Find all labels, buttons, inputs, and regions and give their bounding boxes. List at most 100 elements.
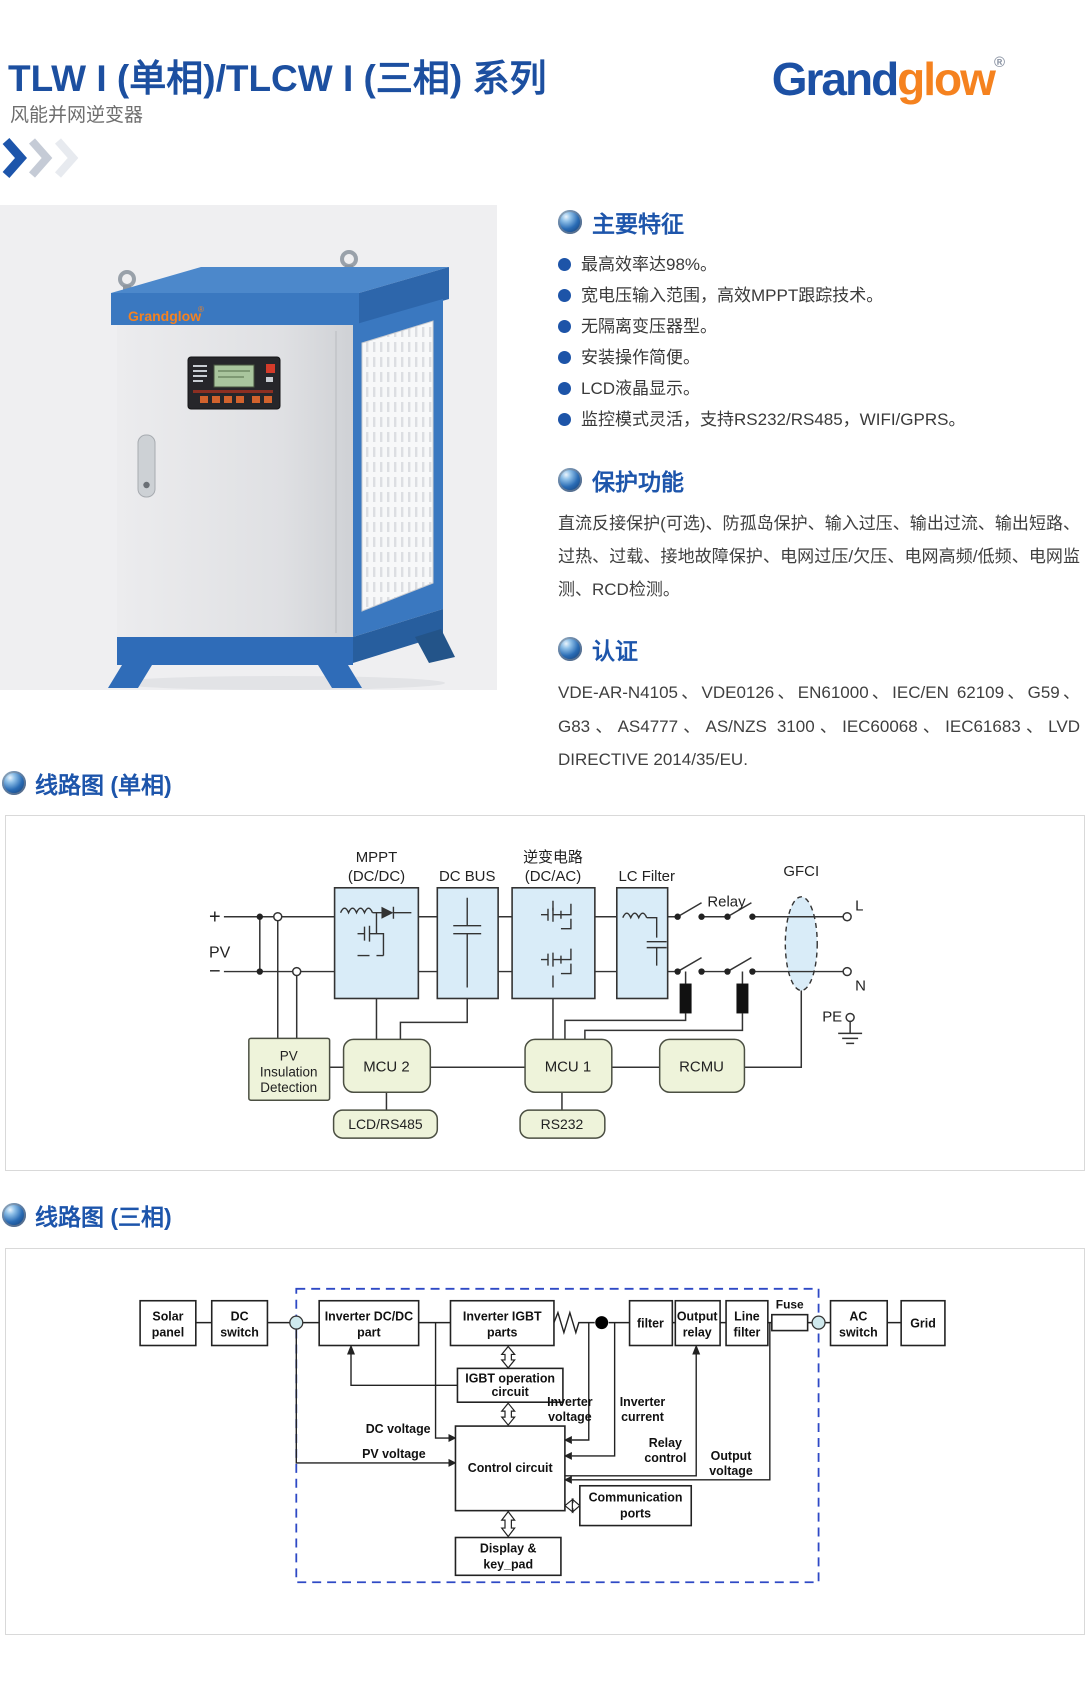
door-handle [137, 434, 156, 498]
mcu2-box [342, 1038, 432, 1093]
lcd-rs485-box [332, 1109, 439, 1139]
pv-ins-label-1: PV [280, 1048, 298, 1063]
brand-logo: Grandglow® [772, 52, 1005, 106]
display-keypad-label-1: Display & [480, 1541, 537, 1555]
flow-boxes [139, 1299, 946, 1577]
grid-box [900, 1299, 946, 1347]
bullet-icon [558, 320, 571, 333]
pv-voltage-label: PV voltage [362, 1447, 426, 1461]
power-stage-boxes [333, 886, 669, 1000]
solar-panel-label-1: Solar [152, 1310, 183, 1324]
inverter-voltage-label-2: voltage [548, 1410, 592, 1424]
varistors [679, 983, 749, 1014]
mcu2-label: MCU 2 [363, 1058, 409, 1075]
dc-switch-box [210, 1299, 269, 1347]
control-circuit-label: Control circuit [468, 1461, 553, 1475]
features-heading-row: 主要特征 [558, 205, 1080, 239]
list-item: 最高效率达98%。 [558, 249, 1080, 280]
bullet-icon [558, 413, 571, 426]
inverter-sublabel: (DC/AC) [525, 868, 581, 885]
single-phase-diagram: MPPT (DC/DC) DC BUS 逆变电路 (DC/AC) LC Filt… [5, 815, 1085, 1171]
inverter-current-label-1: Inverter [620, 1395, 666, 1409]
glossy-sphere-icon [558, 637, 582, 662]
rs232-box [519, 1109, 606, 1139]
relay-control-label-2: control [644, 1451, 686, 1465]
output-voltage-label-1: Output [711, 1449, 752, 1463]
rs232-label: RS232 [541, 1116, 584, 1132]
lc-filter-box [615, 886, 669, 1000]
line-filter-box [725, 1299, 769, 1347]
output-voltage-label-2: voltage [709, 1464, 753, 1478]
three-phase-heading-row: 线路图 (三相) [2, 1198, 172, 1232]
dc-switch-label-2: switch [220, 1326, 259, 1340]
bullet-icon [558, 382, 571, 395]
cabinet-brand-label: Grandglow [128, 308, 201, 324]
relay-control-label-1: Relay [649, 1436, 682, 1450]
open-terminals [273, 911, 855, 1023]
fuse-label: Fuse [776, 1298, 804, 1312]
single-phase-heading-row: 线路图 (单相) [2, 766, 172, 800]
communication-label-2: ports [620, 1507, 651, 1521]
features-heading: 主要特征 [592, 211, 684, 237]
dc-bus-label: DC BUS [439, 868, 495, 885]
current-sensor-dot [595, 1316, 609, 1330]
glossy-sphere-icon [2, 1203, 26, 1227]
product-photo-inverter-cabinet: Grandglow ® [0, 205, 497, 690]
control-circuit-box [454, 1425, 566, 1512]
ac-switch-box [829, 1299, 889, 1347]
line-terminal-label: L [855, 898, 863, 915]
filter-box [628, 1299, 674, 1347]
ac-switch-label-2: switch [839, 1326, 878, 1340]
ac-node [811, 1315, 826, 1330]
lcd-rs485-label: LCD/RS485 [348, 1116, 423, 1132]
output-relay-label-2: relay [683, 1326, 712, 1340]
inverter-voltage-label-1: Inverter [547, 1395, 593, 1409]
list-item: 宽电压输入范围，高效MPPT跟踪技术。 [558, 280, 1080, 311]
dc-switch-label-1: DC [231, 1310, 249, 1324]
bullet-icon [558, 258, 571, 271]
pv-insulation-box [248, 1037, 331, 1101]
communication-ports-box [579, 1484, 693, 1527]
gfci-label: GFCI [783, 863, 819, 880]
inverter-cabinet-illustration: Grandglow ® [0, 205, 497, 690]
control-boxes [248, 1037, 746, 1139]
feature-text: 宽电压输入范围，高效MPPT跟踪技术。 [581, 286, 884, 305]
certification-heading-row: 认证 [558, 632, 1080, 666]
features-list: 最高效率达98%。 宽电压输入范围，高效MPPT跟踪技术。 无隔离变压器型。 安… [558, 249, 1080, 435]
glossy-sphere-icon [558, 468, 582, 492]
solar-panel-box [139, 1299, 197, 1347]
dc-voltage-label: DC voltage [366, 1422, 431, 1436]
mppt-sublabel: (DC/DC) [348, 868, 405, 885]
list-item: 无隔离变压器型。 [558, 311, 1080, 342]
lc-filter-label: LC Filter [618, 868, 674, 885]
line-filter-label-1: Line [734, 1310, 760, 1324]
mcu1-box [524, 1038, 613, 1093]
protection-text: 直流反接保护(可选)、防孤岛保护、输入过压、输出过流、输出短路、过热、过载、接地… [558, 514, 1080, 600]
control-panel [187, 356, 281, 410]
pv-minus-label: − [209, 961, 221, 983]
igbt-operation-label-2: circuit [492, 1385, 529, 1399]
registered-mark: ® [993, 54, 1005, 71]
three-phase-heading: 线路图 (三相) [35, 1204, 172, 1230]
certification-text: VDE-AR-N4105、VDE0126、EN61000、IEC/EN 6210… [558, 683, 1080, 769]
glossy-sphere-icon [558, 210, 582, 234]
protection-heading: 保护功能 [592, 469, 684, 495]
brand-logo-part2: glow [897, 53, 996, 105]
specs-column: 主要特征 最高效率达98%。 宽电压输入范围，高效MPPT跟踪技术。 无隔离变压… [558, 205, 1080, 776]
list-item: 监控模式灵活，支持RS232/RS485，WIFI/GPRS。 [558, 404, 1080, 435]
display-keypad-label-2: key_pad [483, 1557, 533, 1571]
arrowheads [347, 1344, 701, 1484]
certification-heading: 认证 [592, 638, 638, 665]
cabinet-brand-reg: ® [198, 305, 204, 314]
single-phase-heading: 线路图 (单相) [35, 772, 172, 798]
inverter-igbt-box [449, 1299, 555, 1347]
feature-text: 无隔离变压器型。 [581, 317, 717, 336]
page-subtitle: 风能并网逆变器 [10, 105, 144, 126]
glossy-sphere-icon [2, 771, 26, 795]
dc-node [289, 1315, 304, 1330]
rcmu-box [658, 1038, 746, 1093]
communication-label-1: Communication [589, 1491, 683, 1505]
rcmu-label: RCMU [679, 1058, 724, 1075]
output-relay-label-1: Output [677, 1310, 718, 1324]
